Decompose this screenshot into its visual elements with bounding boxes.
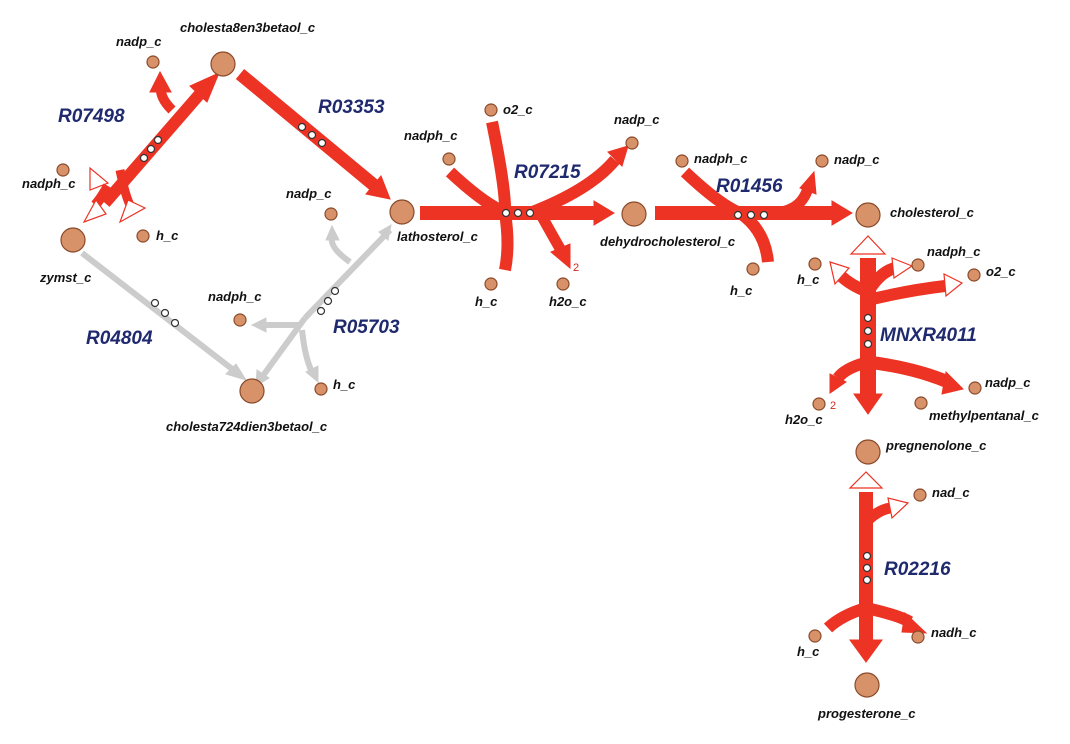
label-h-r02216: h_c xyxy=(797,644,820,659)
node-nadph-r05703[interactable] xyxy=(233,313,247,327)
label-h-r01456: h_c xyxy=(730,283,753,298)
node-dehydrocholesterol[interactable] xyxy=(621,201,647,227)
reaction-R04804-midmarker xyxy=(150,298,180,328)
reaction-R07215-midmarker xyxy=(501,208,535,218)
node-pregnenolone[interactable] xyxy=(855,439,881,465)
reaction-R03353-midmarker xyxy=(297,122,327,148)
label-nadp-r07215: nadp_c xyxy=(614,112,660,127)
node-h-r07215[interactable] xyxy=(484,277,498,291)
node-h-r02216[interactable] xyxy=(808,629,822,643)
label-h-r07498: h_c xyxy=(156,228,179,243)
label-reaction-R07498[interactable]: R07498 xyxy=(58,106,125,127)
node-methylpentanal[interactable] xyxy=(914,396,928,410)
label-nadph-r07215: nadph_c xyxy=(404,128,458,143)
node-nadp-r07498[interactable] xyxy=(146,55,160,69)
label-reaction-R02216[interactable]: R02216 xyxy=(884,559,951,580)
label-reaction-MNXR4011[interactable]: MNXR4011 xyxy=(880,325,977,346)
label-reaction-R01456[interactable]: R01456 xyxy=(716,176,783,197)
node-h-r01456[interactable] xyxy=(746,262,760,276)
reaction-R07498-midmarker xyxy=(139,135,163,163)
label-reaction-R05703[interactable]: R05703 xyxy=(333,317,400,338)
label-h-r07215: h_c xyxy=(475,294,498,309)
label-o2-mnxr: o2_c xyxy=(986,264,1016,279)
label-nadph-r07498: nadph_c xyxy=(22,176,76,191)
label-methylpentanal: methylpentanal_c xyxy=(929,408,1040,423)
label-h-mnxr: h_c xyxy=(797,272,820,287)
label-nadh-r02216: nadh_c xyxy=(931,625,977,640)
coef-h2o-r07215: 2 xyxy=(573,262,579,274)
node-nadp-r05703[interactable] xyxy=(324,207,338,221)
label-nadph-r01456: nadph_c xyxy=(694,151,748,166)
reaction-MNXR4011[interactable] xyxy=(829,235,964,415)
node-zymst[interactable] xyxy=(60,227,86,253)
node-nadph-r07498[interactable] xyxy=(56,163,70,177)
label-h2o-r07215: h2o_c xyxy=(549,294,587,309)
label-o2-r07215: o2_c xyxy=(503,102,533,117)
reaction-R05703[interactable] xyxy=(250,224,393,387)
node-nadp-mnxr[interactable] xyxy=(968,381,982,395)
node-o2-r07215[interactable] xyxy=(484,103,498,117)
node-nadp-r01456[interactable] xyxy=(815,154,829,168)
node-nadp-r07215[interactable] xyxy=(625,136,639,150)
reaction-R01456-midmarker xyxy=(733,210,769,220)
node-nadph-r01456[interactable] xyxy=(675,154,689,168)
node-cholesta8en3betaol[interactable] xyxy=(210,51,236,77)
label-cholesta724dien3betaol: cholesta724dien3betaol_c xyxy=(166,419,328,434)
node-h2o-mnxr[interactable] xyxy=(812,397,826,411)
node-h-mnxr[interactable] xyxy=(808,257,822,271)
node-lathosterol[interactable] xyxy=(389,199,415,225)
reaction-R07215[interactable] xyxy=(420,120,629,272)
label-nadp-r01456: nadp_c xyxy=(834,152,880,167)
label-cholesta8en3betaol: cholesta8en3betaol_c xyxy=(180,20,316,35)
node-h2o-r07215[interactable] xyxy=(556,277,570,291)
label-reaction-R03353[interactable]: R03353 xyxy=(318,97,385,118)
label-h-r05703: h_c xyxy=(333,377,356,392)
node-h-r05703[interactable] xyxy=(314,382,328,396)
label-dehydrocholesterol: dehydrocholesterol_c xyxy=(600,234,736,249)
node-progesterone[interactable] xyxy=(854,672,880,698)
node-h-r07498[interactable] xyxy=(136,229,150,243)
label-nadp-r05703: nadp_c xyxy=(286,186,332,201)
node-nadph-mnxr[interactable] xyxy=(911,258,925,272)
node-nadh-r02216[interactable] xyxy=(911,630,925,644)
node-cholesta724dien3betaol[interactable] xyxy=(239,378,265,404)
coef-h2o-mnxr: 2 xyxy=(830,400,836,412)
label-nadp-r07498: nadp_c xyxy=(116,34,162,49)
node-cholesterol[interactable] xyxy=(855,202,881,228)
label-reaction-R04804[interactable]: R04804 xyxy=(86,328,153,349)
label-pregnenolone: pregnenolone_c xyxy=(885,438,987,453)
label-cholesterol: cholesterol_c xyxy=(890,205,975,220)
reaction-R02216[interactable] xyxy=(823,471,928,663)
label-lathosterol: lathosterol_c xyxy=(397,229,479,244)
node-o2-mnxr[interactable] xyxy=(967,268,981,282)
reaction-R03353[interactable] xyxy=(235,68,391,200)
label-nadph-mnxr: nadph_c xyxy=(927,244,981,259)
label-reaction-R07215[interactable]: R07215 xyxy=(514,162,581,183)
label-nadp-mnxr: nadp_c xyxy=(985,375,1031,390)
reaction-R04804[interactable] xyxy=(80,250,248,381)
node-nad-r02216[interactable] xyxy=(913,488,927,502)
label-zymst: zymst_c xyxy=(39,270,92,285)
node-nadph-r07215[interactable] xyxy=(442,152,456,166)
label-nadph-r05703: nadph_c xyxy=(208,289,262,304)
label-progesterone: progesterone_c xyxy=(817,706,916,721)
reaction-R02216-midmarker xyxy=(862,551,872,585)
reaction-MNXR4011-midmarker xyxy=(863,313,873,349)
reaction-R01456[interactable] xyxy=(655,167,853,263)
label-h2o-mnxr: h2o_c xyxy=(785,412,823,427)
label-nad-r02216: nad_c xyxy=(932,485,970,500)
reaction-R07498[interactable] xyxy=(82,70,220,224)
reaction-R05703-midmarker xyxy=(316,286,340,316)
